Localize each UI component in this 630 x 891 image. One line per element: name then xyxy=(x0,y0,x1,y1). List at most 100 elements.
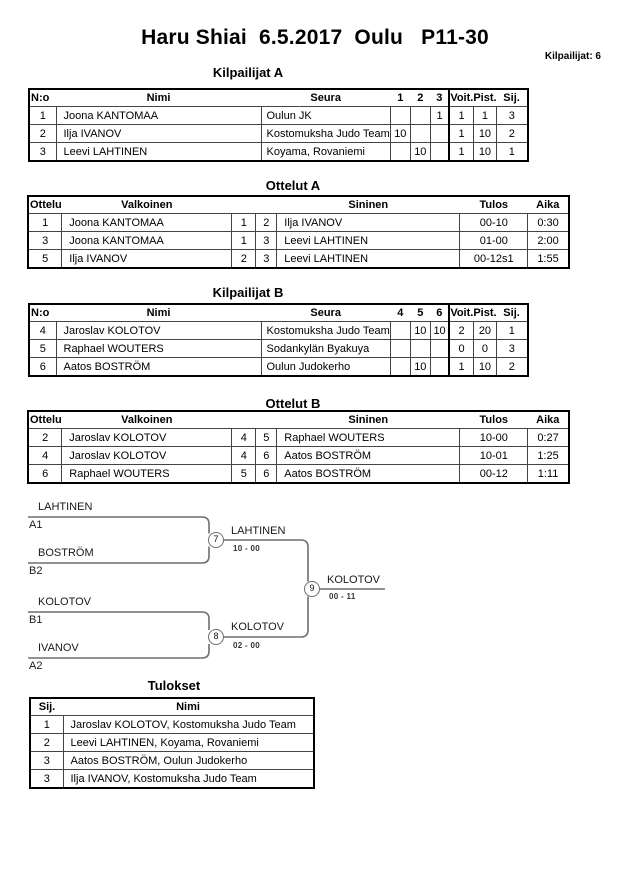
pool-b-table: N:o Nimi Seura 4 5 6 Voit. Pist. Sij. 4 … xyxy=(28,303,529,377)
table-row: 6 Raphael WOUTERS 5 6 Aatos BOSTRÖM 00-1… xyxy=(27,464,570,484)
cell-result: 10-01 xyxy=(459,446,529,465)
col-place: Sij. xyxy=(30,698,63,716)
cell-m1 xyxy=(389,106,411,125)
table-row: 6 Aatos BOSTRÖM Oulun Judokerho 10 1 10 … xyxy=(28,357,529,377)
bracket-slot-sf1-top-name: LAHTINEN xyxy=(38,501,93,513)
cell-club: Koyama, Rovaniemi xyxy=(260,142,391,162)
bracket-slot-sf1-top-seed: A1 xyxy=(29,519,43,531)
col-blue-no xyxy=(255,411,277,429)
col-name: Nimi xyxy=(56,89,261,107)
cell-blue-no: 5 xyxy=(255,428,278,447)
cell-name: Ilja IVANOV, Kostomuksha Judo Team xyxy=(62,769,315,789)
cell-white-no: 4 xyxy=(231,446,257,465)
bracket-match-7-score: 10 - 00 xyxy=(233,544,261,553)
col-no: N:o xyxy=(29,89,56,107)
table-header-row: N:o Nimi Seura 4 5 6 Voit. Pist. Sij. xyxy=(29,304,528,322)
table-header-row: Sij. Nimi xyxy=(30,698,314,716)
cell-match: 1 xyxy=(27,213,63,232)
cell-no: 2 xyxy=(28,124,57,143)
cell-m3: 10 xyxy=(429,321,450,340)
cell-points: 10 xyxy=(472,124,498,143)
cell-points: 1 xyxy=(472,106,498,125)
pool-a-title: Kilpailijat A xyxy=(212,65,284,80)
bracket-slot-sf2-bottom-seed: A2 xyxy=(29,660,43,672)
cell-blue: Raphael WOUTERS xyxy=(276,428,461,447)
cell-points: 0 xyxy=(472,339,498,358)
table-row: 2 Leevi LAHTINEN, Koyama, Rovaniemi xyxy=(29,733,315,752)
cell-place: 3 xyxy=(29,751,64,770)
cell-name: Leevi LAHTINEN, Koyama, Rovaniemi xyxy=(62,733,315,752)
table-row: 2 Jaroslav KOLOTOV 4 5 Raphael WOUTERS 1… xyxy=(27,428,570,447)
cell-wins: 1 xyxy=(448,142,474,162)
bracket-match-9-score: 00 - 11 xyxy=(329,592,356,601)
cell-place: 1 xyxy=(496,321,529,340)
page-title: Haru Shiai 6.5.2017 Oulu P11-30 xyxy=(141,26,489,49)
bracket-line-a1 xyxy=(28,516,210,534)
cell-white: Joona KANTOMAA xyxy=(61,213,233,232)
matches-a-title: Ottelut A xyxy=(265,178,321,193)
results-title: Tulokset xyxy=(147,678,201,693)
cell-m1 xyxy=(389,339,411,358)
cell-wins: 2 xyxy=(448,321,474,340)
cell-name: Jaroslav KOLOTOV xyxy=(55,321,262,340)
cell-m3: 1 xyxy=(429,106,450,125)
cell-m2: 10 xyxy=(409,321,431,340)
bracket-match-8-winner: KOLOTOV xyxy=(231,621,284,633)
col-match: Ottelu xyxy=(28,411,62,429)
cell-blue: Aatos BOSTRÖM xyxy=(276,446,461,465)
col-time: Aika xyxy=(527,196,569,214)
cell-name: Aatos BOSTRÖM xyxy=(55,357,262,377)
col-match: Ottelu xyxy=(28,196,62,214)
col-white-no xyxy=(231,411,256,429)
cell-no: 1 xyxy=(28,106,57,125)
cell-m2 xyxy=(409,339,431,358)
col-m2: 5 xyxy=(410,304,431,322)
cell-club: Kostomuksha Judo Team xyxy=(260,124,391,143)
cell-white: Jaroslav KOLOTOV xyxy=(61,428,233,447)
cell-m1: 10 xyxy=(389,124,411,143)
cell-points: 10 xyxy=(472,357,498,377)
cell-place: 3 xyxy=(29,769,64,789)
cell-blue-no: 6 xyxy=(255,464,278,484)
cell-place: 1 xyxy=(29,715,64,734)
cell-wins: 0 xyxy=(448,339,474,358)
col-no: N:o xyxy=(29,304,56,322)
cell-time: 1:55 xyxy=(527,249,570,269)
cell-place: 1 xyxy=(496,142,529,162)
cell-club: Sodankylän Byakuya xyxy=(260,339,391,358)
table-row: 3 Joona KANTOMAA 1 3 Leevi LAHTINEN 01-0… xyxy=(27,231,570,250)
cell-time: 0:27 xyxy=(527,428,570,447)
col-m1: 1 xyxy=(390,89,411,107)
cell-name: Aatos BOSTRÖM, Oulun Judokerho xyxy=(62,751,315,770)
cell-blue: Leevi LAHTINEN xyxy=(276,231,461,250)
cell-result: 01-00 xyxy=(459,231,529,250)
table-row: 3 Leevi LAHTINEN Koyama, Rovaniemi 10 1 … xyxy=(28,142,529,162)
cell-time: 0:30 xyxy=(527,213,570,232)
cell-time: 1:25 xyxy=(527,446,570,465)
cell-wins: 1 xyxy=(448,124,474,143)
cell-no: 4 xyxy=(28,321,57,340)
table-row: 3 Aatos BOSTRÖM, Oulun Judokerho xyxy=(29,751,315,770)
cell-time: 2:00 xyxy=(527,231,570,250)
bracket-match-7-winner: LAHTINEN xyxy=(231,525,286,537)
cell-place: 3 xyxy=(496,339,529,358)
cell-name: Leevi LAHTINEN xyxy=(55,142,262,162)
bracket-line-winner8 xyxy=(223,596,309,638)
cell-club: Oulun Judokerho xyxy=(260,357,391,377)
col-m3: 6 xyxy=(430,304,450,322)
pool-a-table: N:o Nimi Seura 1 2 3 Voit. Pist. Sij. 1 … xyxy=(28,88,529,162)
col-blue: Sininen xyxy=(276,411,460,429)
cell-blue-no: 6 xyxy=(255,446,278,465)
matches-a-table: Ottelu Valkoinen Sininen Tulos Aika 1 Jo… xyxy=(27,195,570,269)
table-header-row: Ottelu Valkoinen Sininen Tulos Aika xyxy=(28,196,569,214)
cell-club: Kostomuksha Judo Team xyxy=(260,321,391,340)
cell-white: Jaroslav KOLOTOV xyxy=(61,446,233,465)
cell-m2: 10 xyxy=(409,357,431,377)
cell-m1 xyxy=(389,357,411,377)
cell-name: Joona KANTOMAA xyxy=(55,106,262,125)
cell-blue: Aatos BOSTRÖM xyxy=(276,464,461,484)
col-result: Tulos xyxy=(459,196,528,214)
matches-b-title: Ottelut B xyxy=(265,396,321,411)
col-name: Nimi xyxy=(56,304,261,322)
col-blue: Sininen xyxy=(276,196,460,214)
